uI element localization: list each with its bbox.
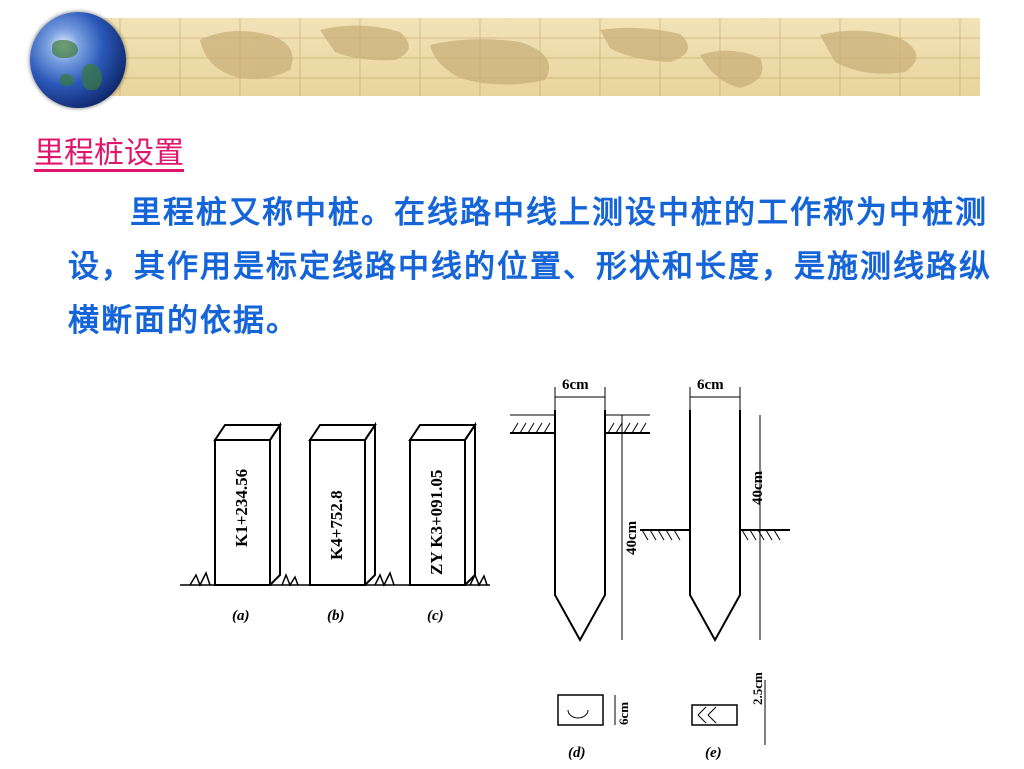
hatch-d [511, 422, 647, 434]
section-e-label: 2.5cm [750, 672, 765, 705]
slide-title: 里程桩设置 [34, 136, 184, 171]
caption-b: (b) [327, 608, 345, 624]
slide-paragraph: 里程桩又称中桩。在线路中线上测设中桩的工作称为中桩测设，其作用是标定线路中线的位… [68, 186, 998, 348]
stake-c-label: ZY K3+091.05 [427, 470, 446, 575]
stake-d [510, 387, 650, 726]
stake-figure: K1+234.56 K4+752.8 ZY K3+091.05 (a) (b) … [180, 377, 790, 761]
stake-b-label: K4+752.8 [327, 490, 346, 560]
mileage-stake-diagram: K1+234.56 K4+752.8 ZY K3+091.05 (a) (b) … [170, 365, 830, 765]
width-d-label: 6cm [562, 377, 589, 393]
caption-a: (a) [232, 608, 250, 624]
width-e-label: 6cm [697, 377, 724, 393]
length-e-label: 40cm [750, 470, 766, 505]
caption-d: (d) [568, 745, 586, 761]
caption-c: (c) [427, 608, 444, 624]
slide-banner [0, 0, 1024, 108]
stake-a-label: K1+234.56 [232, 469, 251, 547]
stake-e [640, 387, 790, 745]
section-d-label: 6cm [616, 702, 631, 725]
world-map-banner [80, 18, 980, 96]
paragraph-text: 里程桩又称中桩。在线路中线上测设中桩的工作称为中桩测设，其作用是标定线路中线的位… [68, 195, 992, 339]
globe-logo [30, 12, 126, 108]
hatch-e [641, 529, 781, 541]
length-d-label: 40cm [624, 520, 640, 555]
caption-e: (e) [705, 745, 722, 761]
